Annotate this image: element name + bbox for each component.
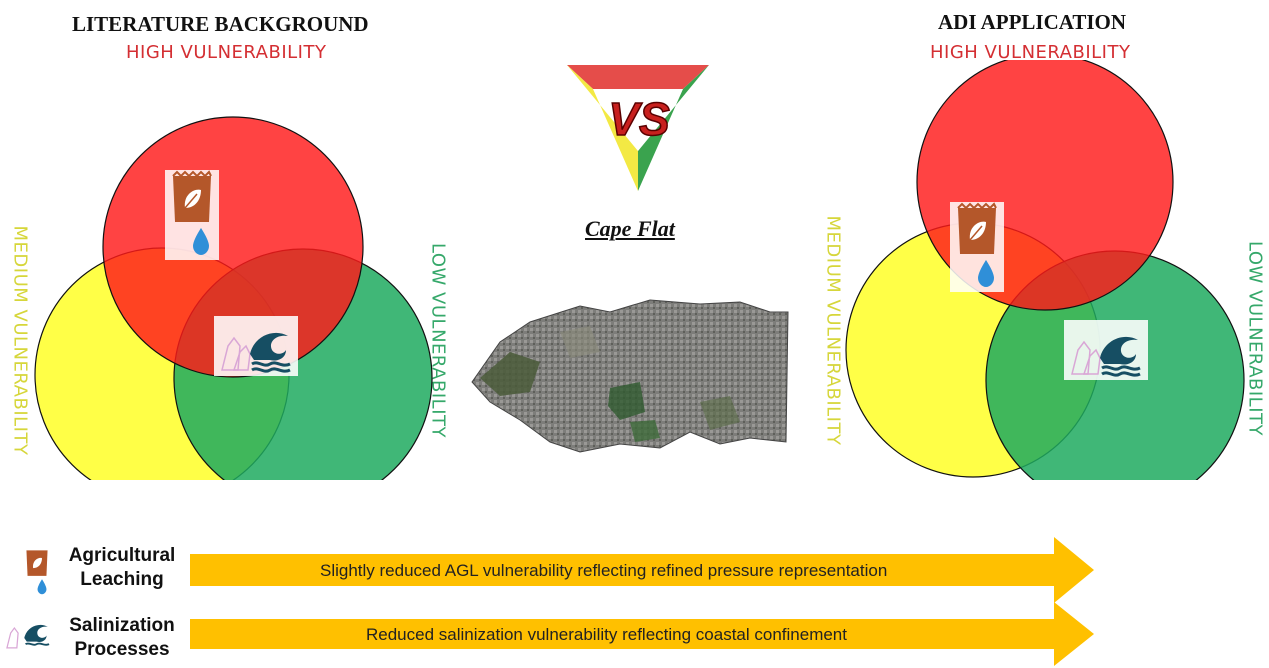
legend-salinization-arrow: [190, 602, 1094, 666]
legend-salinization-label: Salinization Processes: [58, 614, 186, 662]
right-panel-title: ADI APPLICATION: [938, 10, 1127, 34]
left-venn-diagram: [34, 116, 433, 480]
vs-triangle-logo: VS: [567, 65, 709, 191]
legend-salinization-line2: Processes: [74, 639, 170, 660]
legend-agricultural-label: Agricultural Leaching: [58, 544, 186, 592]
legend-salinization-arrow-text: Reduced salinization vulnerability refle…: [366, 625, 847, 644]
fertilizer-bag-icon: [165, 170, 219, 260]
salt-wave-icon: [214, 316, 298, 376]
left-high-label: HIGH VULNERABILITY: [126, 42, 327, 63]
map-title: Cape Flat: [585, 216, 675, 241]
fertilizer-bag-icon: [950, 202, 1004, 292]
legend-salinization-line1: Salinization: [69, 615, 175, 636]
legend-agricultural-icon: [26, 550, 48, 595]
right-medium-label: MEDIUM VULNERABILITY: [822, 215, 844, 446]
legend-agricultural-line2: Leaching: [80, 569, 164, 590]
legend-agricultural-line1: Agricultural: [68, 545, 176, 566]
right-low-label: LOW VULNERABILITY: [1244, 240, 1266, 436]
left-low-label: LOW VULNERABILITY: [427, 242, 449, 438]
legend-salinization-icon: [6, 624, 50, 649]
left-panel-title: LITERATURE BACKGROUND: [72, 12, 369, 36]
legend-agricultural-arrow: [190, 537, 1094, 603]
legend-agricultural-arrow-text: Slightly reduced AGL vulnerability refle…: [320, 561, 888, 580]
left-medium-label: MEDIUM VULNERABILITY: [9, 225, 31, 456]
vs-text: VS: [608, 93, 670, 145]
salt-wave-icon: [1064, 320, 1148, 380]
right-high-label: HIGH VULNERABILITY: [930, 42, 1131, 63]
right-venn-diagram: [845, 60, 1245, 480]
cape-flat-map: [471, 299, 789, 453]
